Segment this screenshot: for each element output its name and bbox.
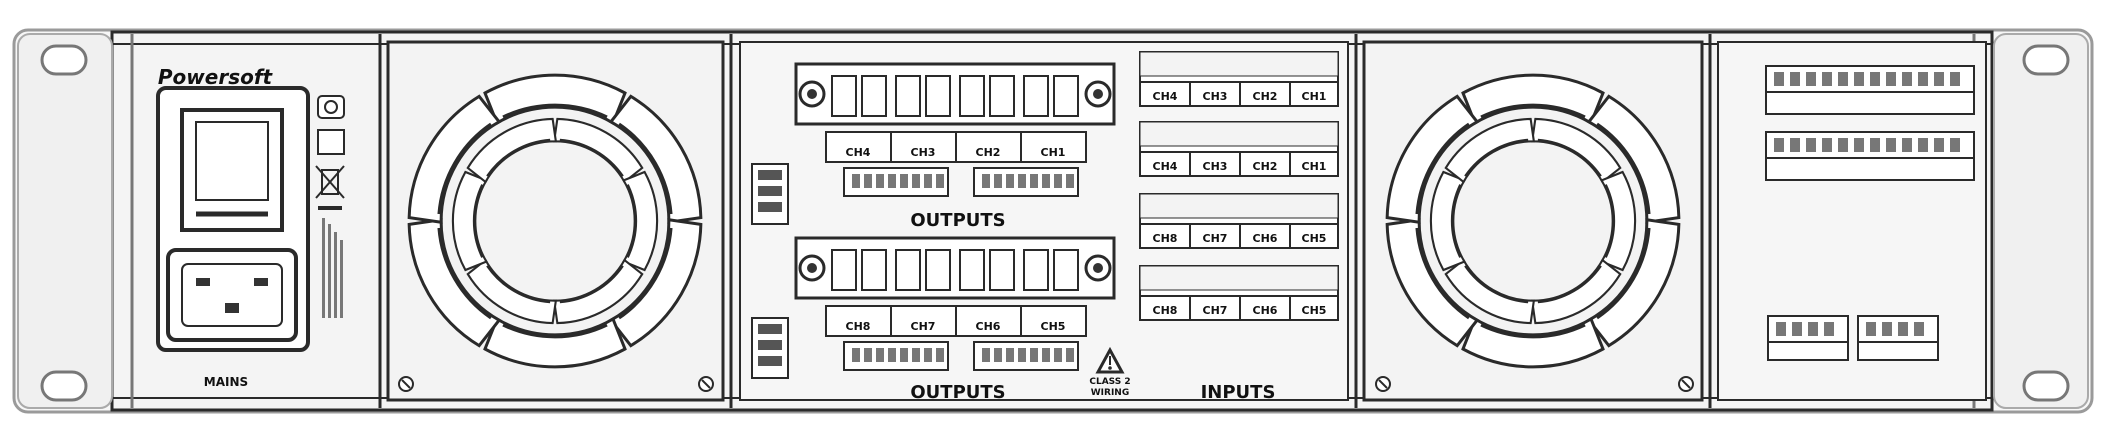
input-ch-label: CH8 xyxy=(1153,304,1178,317)
phoenix-connector-icon xyxy=(973,167,1079,197)
outputs-label-top: OUTPUTS xyxy=(910,210,1005,231)
power-switch-icon[interactable] xyxy=(180,108,284,232)
output-ch-label: CH3 xyxy=(911,146,936,159)
input-ch-label: CH2 xyxy=(1253,90,1278,103)
speakon-terminal-icon xyxy=(1084,80,1112,108)
input-ch-label: CH1 xyxy=(1302,90,1327,103)
fan-left xyxy=(386,40,725,402)
input-ch-label: CH6 xyxy=(1253,304,1278,317)
speakon-terminal-icon xyxy=(798,80,826,108)
class2-label-line1: CLASS 2 xyxy=(1089,377,1130,387)
output-ch-label: CH6 xyxy=(976,320,1001,333)
rack-ear-hole-icon xyxy=(40,44,88,76)
mains-section: Powersoft MAINS xyxy=(156,65,345,389)
speakon-output-block-top[interactable]: CH4 CH3 CH2 CH1 OUTPUTS xyxy=(794,62,1116,231)
input-block-2[interactable]: CH4 CH3 CH2 CH1 xyxy=(1139,121,1339,177)
input-ch-label: CH5 xyxy=(1302,232,1327,245)
speakon-terminal-icon xyxy=(1084,254,1112,282)
safety-text-block xyxy=(322,218,343,318)
rack-ear-hole-icon xyxy=(40,370,88,402)
rack-ear-hole-icon xyxy=(2022,44,2070,76)
input-ch-label: CH6 xyxy=(1253,232,1278,245)
ce-mark-icon xyxy=(317,95,345,119)
input-ch-label: CH3 xyxy=(1203,90,1228,103)
right-connector-section xyxy=(1717,41,1987,401)
class2-label-line2: WIRING xyxy=(1091,388,1129,398)
input-block-1[interactable]: CH4 CH3 CH2 CH1 xyxy=(1139,51,1339,107)
phoenix-connector-icon xyxy=(973,341,1079,371)
input-ch-label: CH8 xyxy=(1153,232,1178,245)
speakon-output-block-bottom[interactable]: CH8 CH7 CH6 CH5 OUTPUTS xyxy=(794,236,1116,403)
phoenix-connector-icon xyxy=(843,341,949,371)
speakon-terminal-icon xyxy=(798,254,826,282)
warning-triangle-icon xyxy=(1095,346,1125,374)
dip-switch-top[interactable] xyxy=(751,163,789,225)
phoenix-connector-icon[interactable] xyxy=(1765,131,1975,181)
output-ch-label: CH7 xyxy=(911,320,936,333)
phoenix-connector-icon[interactable] xyxy=(1765,65,1975,115)
rack-ear-hole-icon xyxy=(2022,370,2070,402)
output-ch-label: CH8 xyxy=(846,320,871,333)
rack-ear-left xyxy=(17,33,134,409)
phoenix-connector-icon[interactable] xyxy=(1767,315,1849,361)
input-ch-label: CH5 xyxy=(1302,304,1327,317)
output-ch-label: CH4 xyxy=(846,146,871,159)
input-ch-label: CH7 xyxy=(1203,232,1228,245)
input-ch-label: CH2 xyxy=(1253,160,1278,173)
output-ch-label: CH5 xyxy=(1041,320,1066,333)
input-block-4[interactable]: CH8 CH7 CH6 CH5 xyxy=(1139,265,1339,321)
brand-logo: Powersoft xyxy=(158,65,274,89)
mains-label: MAINS xyxy=(204,375,248,389)
input-ch-label: CH7 xyxy=(1203,304,1228,317)
dip-switch-bottom[interactable] xyxy=(751,317,789,379)
inputs-label: INPUTS xyxy=(1201,382,1276,403)
input-ch-label: CH1 xyxy=(1302,160,1327,173)
output-ch-label: CH1 xyxy=(1041,146,1066,159)
outputs-label-bottom: OUTPUTS xyxy=(910,382,1005,403)
output-ch-label: CH2 xyxy=(976,146,1001,159)
input-ch-label: CH4 xyxy=(1153,160,1178,173)
section-dividers xyxy=(378,34,1712,408)
phoenix-connector-icon[interactable] xyxy=(1857,315,1939,361)
fan-right xyxy=(1362,40,1704,402)
input-block-3[interactable]: CH8 CH7 CH6 CH5 xyxy=(1139,193,1339,249)
input-ch-label: CH3 xyxy=(1203,160,1228,173)
iec-mains-socket-icon[interactable] xyxy=(166,248,298,342)
phoenix-connector-icon xyxy=(843,167,949,197)
weee-bin-icon xyxy=(315,165,345,210)
input-ch-label: CH4 xyxy=(1153,90,1178,103)
